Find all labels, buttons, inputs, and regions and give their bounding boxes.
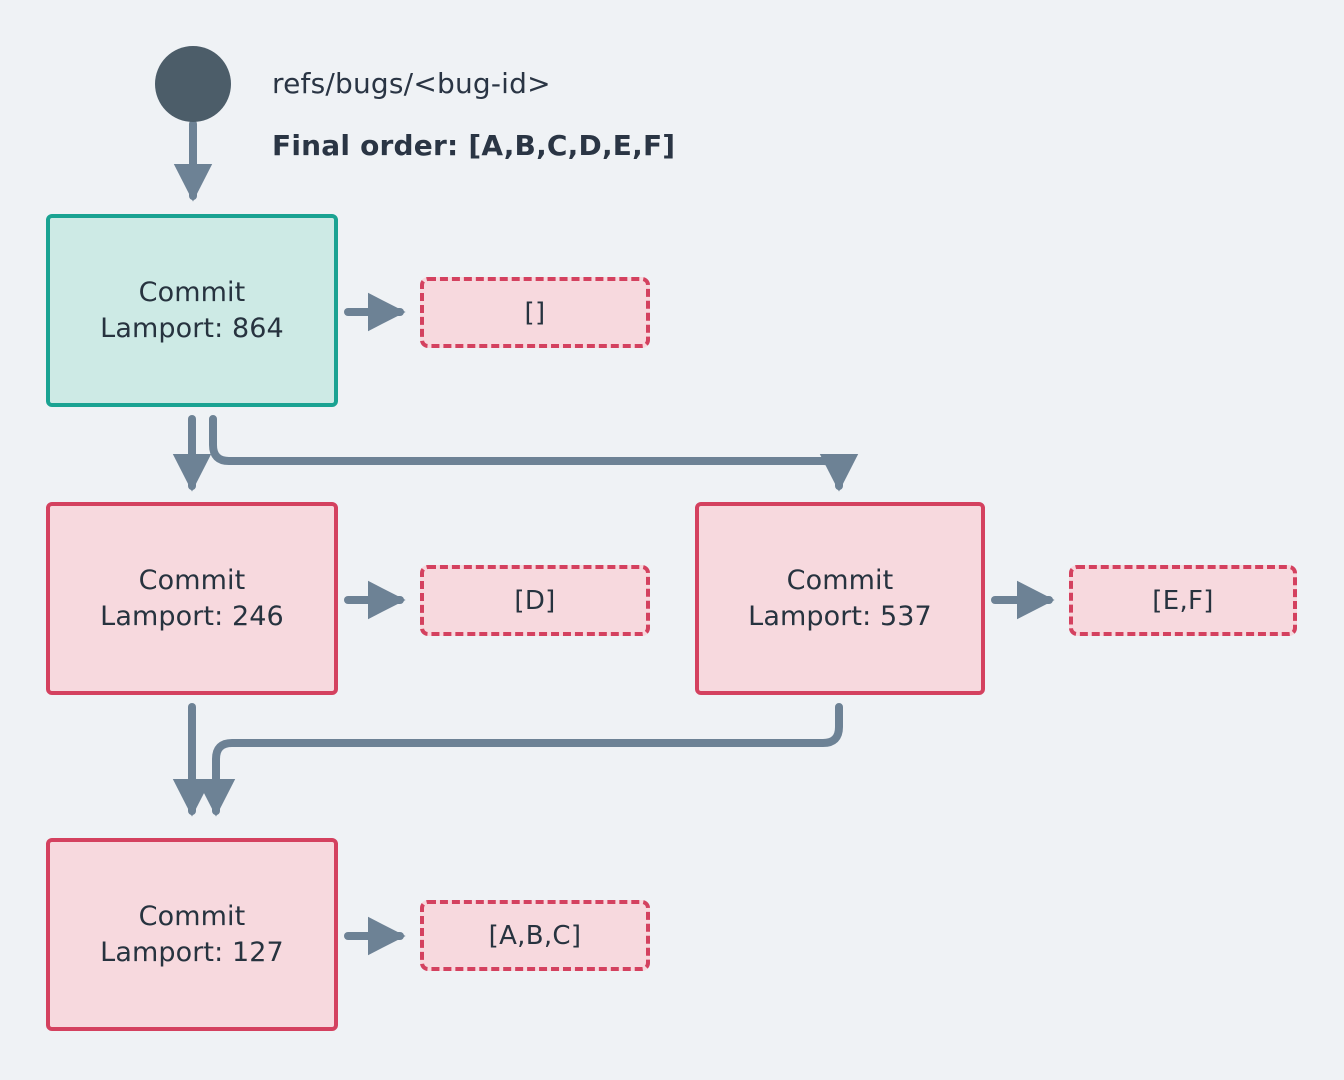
order-box-537[interactable]: [E,F] <box>1069 565 1297 636</box>
commit-label-line1: Commit <box>138 900 246 932</box>
root-commit-dot[interactable] <box>155 46 231 122</box>
branch-ref-label: refs/bugs/<bug-id> <box>272 67 551 100</box>
order-box-864[interactable]: [] <box>420 277 650 348</box>
order-box-text: [E,F] <box>1152 585 1214 616</box>
order-box-246[interactable]: [D] <box>420 565 650 636</box>
commit-label-line2: Lamport: 864 <box>100 312 284 344</box>
commit-label-line2: Lamport: 246 <box>100 600 284 632</box>
commit-node-864[interactable]: Commit Lamport: 864 <box>46 214 338 407</box>
commit-label-line1: Commit <box>786 564 894 596</box>
commit-node-246[interactable]: Commit Lamport: 246 <box>46 502 338 695</box>
order-box-text: [] <box>524 297 546 328</box>
edge-commit-864-to-commit-537 <box>209 415 859 492</box>
commit-node-537[interactable]: Commit Lamport: 537 <box>695 502 985 695</box>
edge-commit-537-to-commit-127 <box>196 703 843 817</box>
order-box-text: [A,B,C] <box>488 920 582 951</box>
commit-label-line1: Commit <box>138 564 246 596</box>
order-box-127[interactable]: [A,B,C] <box>420 900 650 971</box>
order-box-text: [D] <box>514 585 556 616</box>
commit-label-line2: Lamport: 127 <box>100 936 284 968</box>
commit-label-line2: Lamport: 537 <box>748 600 932 632</box>
final-order-label: Final order: [A,B,C,D,E,F] <box>272 129 676 162</box>
commit-label-line1: Commit <box>138 276 246 308</box>
commit-node-127[interactable]: Commit Lamport: 127 <box>46 838 338 1031</box>
